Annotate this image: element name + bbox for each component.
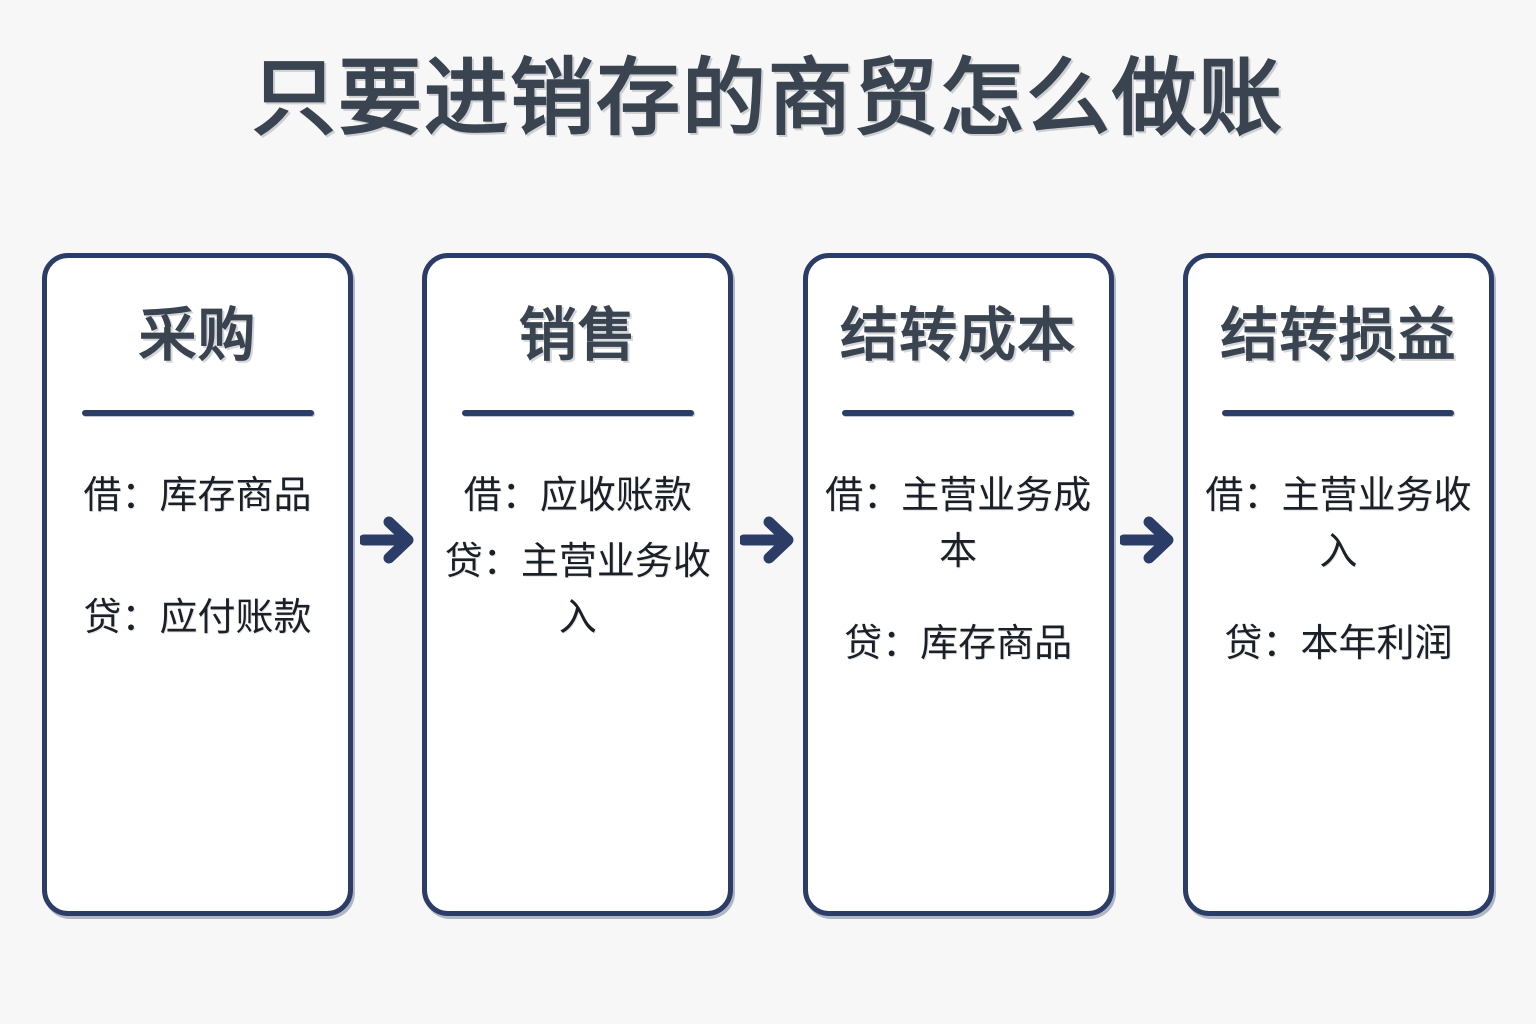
page-title: 只要进销存的商贸怎么做账 [251,51,1284,145]
card-title-4: 结转损益 [1220,303,1457,368]
card-title-1: 采购 [138,303,257,368]
journal-entries-3: 借：主营业务成本 贷：库存商品 [808,468,1109,672]
entry-label-debit-1: 借： [83,475,160,517]
entry-label-credit-4: 贷： [1224,623,1301,665]
card-divider-1 [81,410,314,416]
entry-account-debit-4: 主营业务收入 [1281,475,1472,573]
entry-label-debit-2: 借： [463,475,540,517]
entry-label-credit-1: 贷： [83,597,160,639]
flow-diagram: 采购 借：库存商品 贷：应付账款 销售 借：应收账款 贷：主营业 [42,253,1494,916]
journal-entries-4: 借：主营业务收入 贷：本年利润 [1188,468,1489,672]
journal-entry-debit-1: 借：库存商品 [47,468,348,524]
entry-label-debit-3: 借： [825,475,902,517]
journal-entry-debit-3: 借：主营业务成本 [808,468,1109,580]
entry-account-debit-2: 应收账款 [539,475,692,517]
journal-entries-2: 借：应收账款 贷：主营业务收入 [427,468,728,646]
flow-step-card-1: 采购 借：库存商品 贷：应付账款 [42,253,353,916]
entry-account-debit-1: 库存商品 [159,475,312,517]
entry-account-credit-2: 主营业务收入 [520,541,711,639]
arrow-right-icon-3 [1114,253,1183,916]
card-divider-2 [461,410,694,416]
flow-step-card-2: 销售 借：应收账款 贷：主营业务收入 [422,253,734,916]
card-divider-3 [842,410,1075,416]
entry-account-debit-3: 主营业务成本 [901,475,1092,573]
entry-label-credit-3: 贷： [844,623,921,665]
card-divider-4 [1222,410,1455,416]
journal-entry-credit-2: 贷：主营业务收入 [427,534,728,646]
journal-entry-credit-4: 贷：本年利润 [1188,616,1489,672]
journal-entry-debit-4: 借：主营业务收入 [1188,468,1489,580]
card-title-2: 销售 [518,303,637,368]
journal-entry-credit-3: 贷：库存商品 [808,616,1109,672]
flow-step-card-4: 结转损益 借：主营业务收入 贷：本年利润 [1182,253,1494,916]
flow-step-card-3: 结转成本 借：主营业务成本 贷：库存商品 [802,253,1114,916]
entry-account-credit-3: 库存商品 [920,623,1073,665]
entry-label-debit-4: 借： [1205,475,1282,517]
arrow-right-icon-1 [353,253,422,916]
journal-entries-1: 借：库存商品 贷：应付账款 [47,468,348,646]
journal-entry-credit-1: 贷：应付账款 [47,590,348,646]
journal-entry-debit-2: 借：应收账款 [427,468,728,524]
entry-account-credit-1: 应付账款 [159,597,312,639]
entry-account-credit-4: 本年利润 [1300,623,1453,665]
card-title-3: 结转成本 [840,303,1077,368]
entry-label-credit-2: 贷： [444,541,521,583]
arrow-right-icon-2 [733,253,802,916]
